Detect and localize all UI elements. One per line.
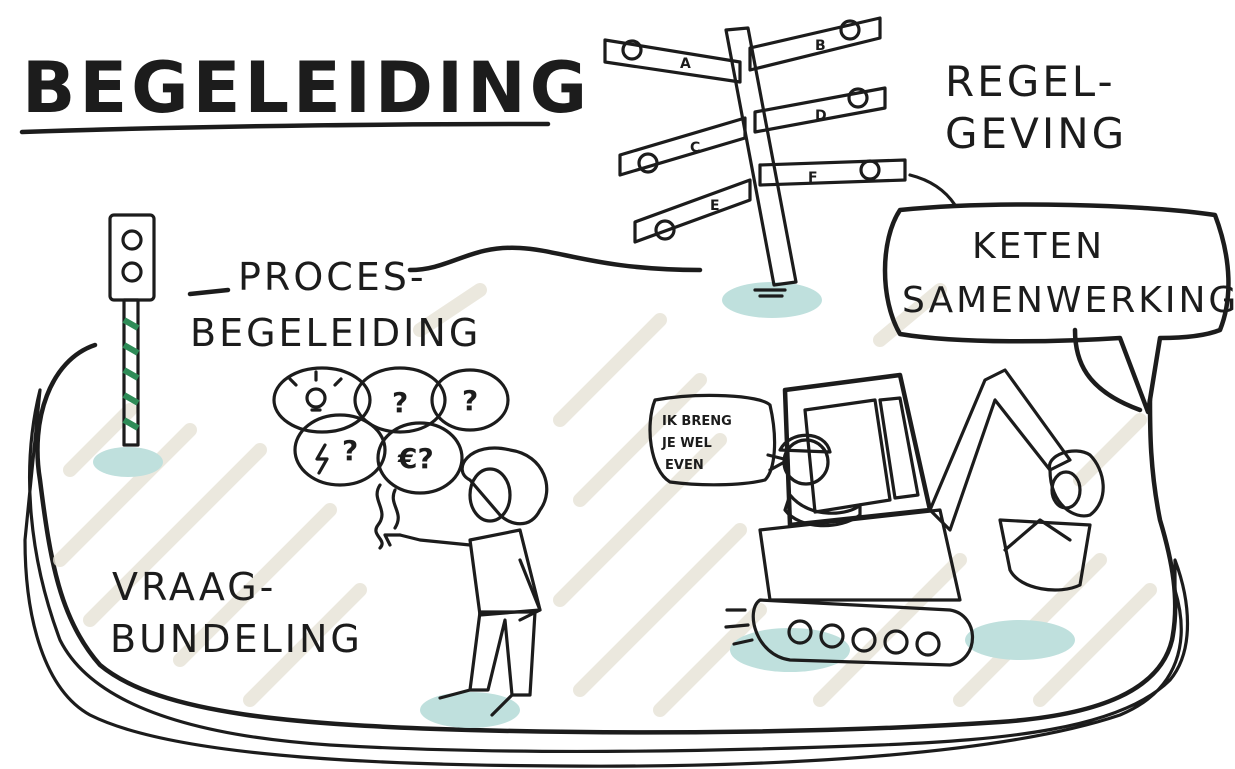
label-proces-1: PROCES- [238,255,427,299]
label-regelgeving-2: GEVING [945,109,1127,158]
bubble-euro: €? [397,442,434,475]
signpost-arm-d: D [815,108,827,124]
label-regelgeving-1: REGEL- [945,57,1116,106]
keten-speech-bubble: KETEN SAMENWERKING [885,175,1235,412]
excavator-icon [726,370,1103,672]
signpost-arm-e: E [710,198,720,214]
speech-line-3: EVEN [665,458,704,473]
woman-figure-icon [385,448,547,728]
signpost-arm-c: C [690,140,700,156]
label-vraag-2: BUNDELING [110,617,363,661]
label-keten-1: KETEN [972,226,1105,267]
speech-line-1: IK BRENG [662,414,732,429]
bubble-q-3: ? [342,434,358,467]
page-title: BEGELEIDING [22,47,591,129]
proces-dash-left [190,290,228,294]
label-keten-2: SAMENWERKING [902,280,1235,321]
signpost-icon: A B C D E F [605,18,905,318]
thought-bubble-icon: ? ? ? €? [274,368,508,548]
label-vraag-1: VRAAG- [112,565,276,609]
signpost-arm-a: A [680,56,691,72]
signpost-arm-f: F [808,170,818,186]
signpost-arm-b: B [815,38,826,54]
bubble-q-1: ? [392,386,408,419]
bubble-q-2: ? [462,384,478,417]
label-proces-2: BEGELEIDING [190,311,481,355]
speech-line-2: JE WEL [661,436,712,451]
